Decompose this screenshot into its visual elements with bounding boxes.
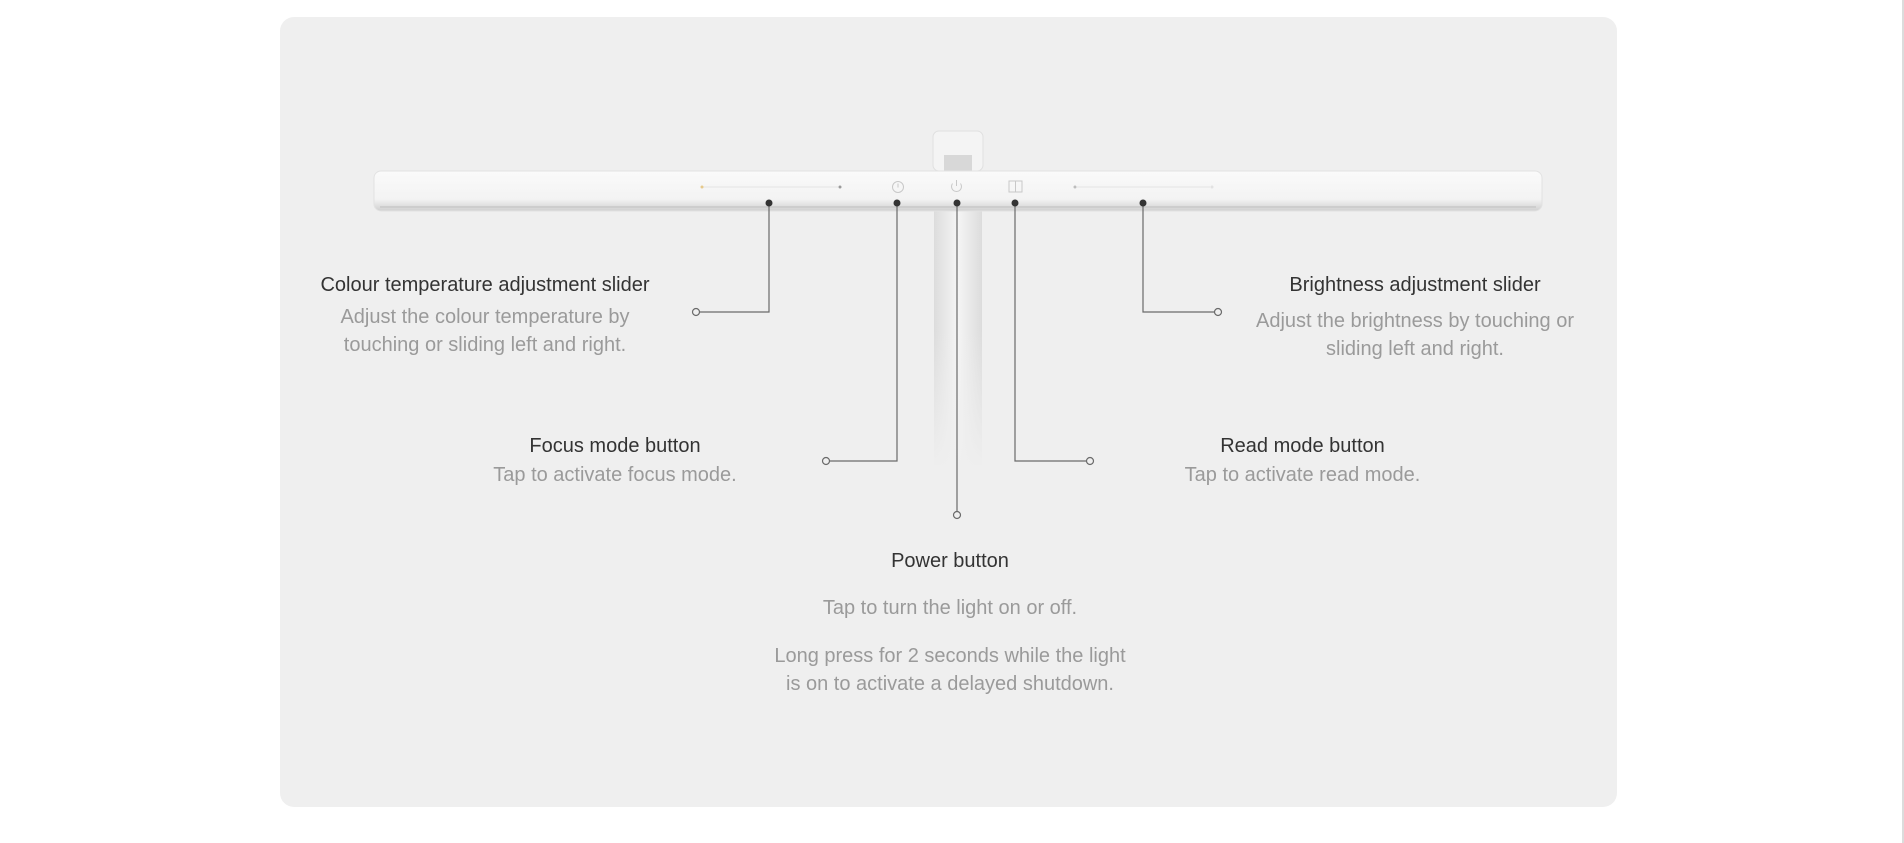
- end-colour-temp: [691, 307, 701, 317]
- read-icon[interactable]: [1008, 180, 1023, 193]
- end-brightness: [1213, 307, 1223, 317]
- callout-power-description: Tap to turn the light on or off.: [822, 597, 1078, 619]
- leader-read: [1014, 203, 1086, 462]
- callout-colour-temp: Colour temperature adjustment slider Adj…: [300, 272, 670, 359]
- callout-colour-temp-description: Adjust the colour temperature by touchin…: [340, 306, 630, 356]
- focus-icon[interactable]: [892, 181, 904, 193]
- callout-focus: Focus mode button Tap to activate focus …: [460, 433, 770, 489]
- leader-colour-temp: [696, 203, 770, 313]
- callout-read-description: Tap to activate read mode.: [1184, 464, 1421, 486]
- leader-focus: [826, 203, 898, 462]
- callout-power: Power button Tap to turn the light on or…: [755, 548, 1145, 698]
- leader-brightness: [1142, 203, 1214, 313]
- anchor-colour-temp: [765, 199, 773, 207]
- anchor-brightness: [1139, 199, 1147, 207]
- end-focus: [821, 456, 831, 466]
- power-icon[interactable]: [951, 180, 962, 192]
- lamp-head-bar: [373, 170, 1543, 212]
- callout-focus-title: Focus mode button: [529, 435, 701, 457]
- anchor-power: [953, 199, 961, 207]
- callout-read: Read mode button Tap to activate read mo…: [1150, 433, 1455, 489]
- anchor-read: [1011, 199, 1019, 207]
- callout-power-description-2: Long press for 2 seconds while the light…: [774, 645, 1126, 695]
- lamp-pole: [930, 130, 986, 470]
- callout-brightness-title: Brightness adjustment slider: [1289, 274, 1541, 296]
- callout-colour-temp-title: Colour temperature adjustment slider: [320, 274, 650, 296]
- end-read: [1085, 456, 1095, 466]
- callout-read-title: Read mode button: [1220, 435, 1385, 457]
- callout-power-title: Power button: [891, 550, 1009, 572]
- page-scrollbar[interactable]: [1902, 0, 1904, 843]
- callout-brightness-description: Adjust the brightness by touching or sli…: [1256, 310, 1574, 360]
- callout-brightness: Brightness adjustment slider Adjust the …: [1235, 272, 1595, 363]
- callout-focus-description: Tap to activate focus mode.: [493, 464, 737, 486]
- anchor-focus: [893, 199, 901, 207]
- end-power: [952, 510, 962, 520]
